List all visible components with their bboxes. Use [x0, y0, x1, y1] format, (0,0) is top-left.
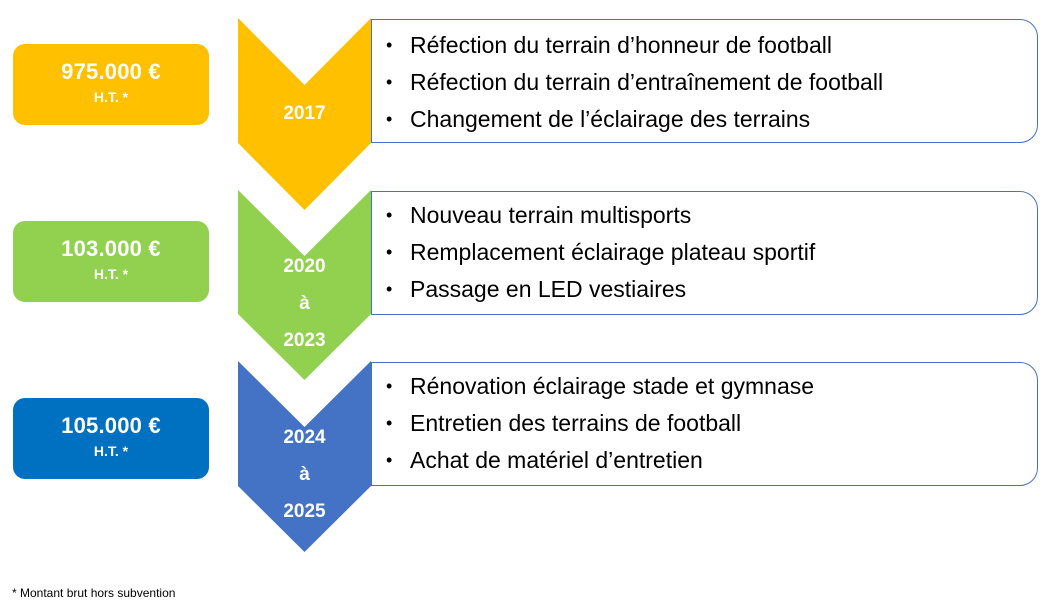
bullet-icon: •: [386, 205, 393, 225]
period-chevron-2020-2023: 2020 à 2023: [238, 190, 371, 380]
bullet-icon: •: [386, 376, 393, 396]
amount-badge-2024-2025: 105.000 € H.T. *: [13, 398, 209, 479]
amount-value: 975.000 €: [61, 59, 161, 84]
period-label-separator: à: [299, 464, 310, 485]
amount-badge-2020-2023: 103.000 € H.T. *: [13, 221, 209, 302]
bullet-icon: •: [386, 279, 393, 299]
period-chevron-2017: 2017: [238, 18, 371, 210]
amount-tax-note: H.T. *: [93, 443, 129, 459]
bullet-icon: •: [386, 72, 393, 92]
period-label-separator: à: [299, 293, 310, 314]
period-label-start: 2024: [283, 427, 326, 448]
phase-items-box-2024-2025: •Rénovation éclairage stade et gymnase •…: [371, 362, 1038, 486]
amount-badge-2017: 975.000 € H.T. *: [13, 44, 209, 125]
list-item: •Remplacement éclairage plateau sportif: [386, 234, 815, 271]
chevron-shape: [238, 190, 371, 380]
bullet-icon: •: [386, 413, 393, 433]
amount-value: 103.000 €: [61, 236, 161, 261]
period-label-end: 2025: [283, 501, 326, 522]
amount-tax-note: H.T. *: [93, 89, 129, 105]
phase-items-list: •Réfection du terrain d’honneur de footb…: [386, 27, 883, 138]
list-item: •Achat de matériel d’entretien: [386, 442, 814, 479]
list-item: •Nouveau terrain multisports: [386, 197, 815, 234]
chevron-shape: [238, 18, 371, 210]
bullet-icon: •: [386, 109, 393, 129]
bullet-icon: •: [386, 450, 393, 470]
amount-value: 105.000 €: [61, 413, 161, 438]
phase-items-box-2017: •Réfection du terrain d’honneur de footb…: [371, 19, 1038, 143]
list-item: •Passage en LED vestiaires: [386, 271, 815, 308]
phase-items-list: •Rénovation éclairage stade et gymnase •…: [386, 368, 814, 479]
list-item: •Rénovation éclairage stade et gymnase: [386, 368, 814, 405]
period-chevron-2024-2025: 2024 à 2025: [238, 361, 371, 552]
chevron-shape: [238, 361, 371, 552]
list-item: •Entretien des terrains de football: [386, 405, 814, 442]
list-item: •Réfection du terrain d’entraînement de …: [386, 64, 883, 101]
phase-items-list: •Nouveau terrain multisports •Remplaceme…: [386, 197, 815, 308]
period-label: 2017: [283, 103, 326, 124]
footnote: * Montant brut hors subvention: [12, 586, 176, 600]
period-label-end: 2023: [283, 330, 326, 351]
period-label-start: 2020: [283, 256, 326, 277]
list-item: •Changement de l’éclairage des terrains: [386, 101, 883, 138]
bullet-icon: •: [386, 35, 393, 55]
phase-items-box-2020-2023: •Nouveau terrain multisports •Remplaceme…: [371, 191, 1038, 315]
amount-tax-note: H.T. *: [93, 266, 129, 282]
bullet-icon: •: [386, 242, 393, 262]
list-item: •Réfection du terrain d’honneur de footb…: [386, 27, 883, 64]
